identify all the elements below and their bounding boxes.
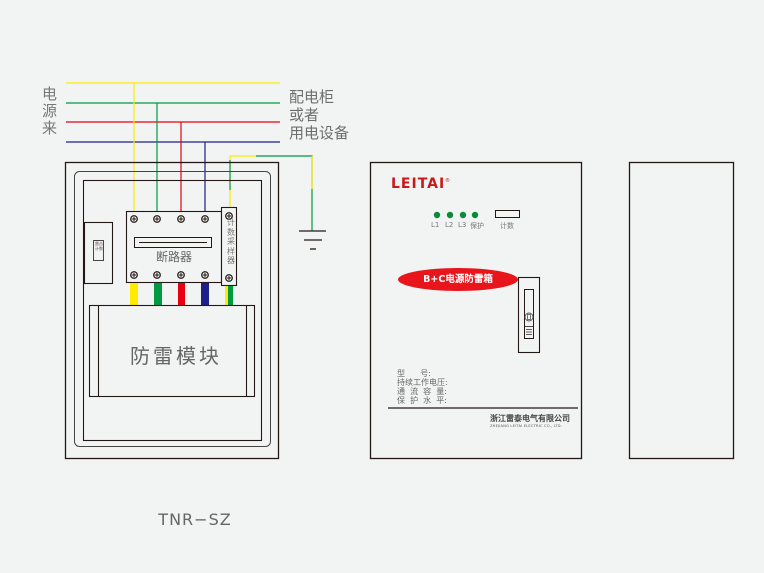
cabinet-door-frame bbox=[74, 171, 271, 447]
indicator-label-protect: 保护 bbox=[470, 222, 484, 230]
counter-display bbox=[495, 210, 520, 218]
spec-model: 型 号: bbox=[397, 369, 431, 378]
brand-logo: LEITAI bbox=[391, 176, 446, 192]
company-name-cn: 浙江雷泰电气有限公司 bbox=[490, 414, 570, 423]
screw-icon bbox=[201, 271, 209, 279]
screw-icon bbox=[225, 274, 233, 282]
indicator-led-3 bbox=[459, 211, 467, 219]
product-badge: B+C电源防雷箱 bbox=[398, 268, 518, 291]
screw-icon bbox=[177, 271, 185, 279]
screw-icon bbox=[130, 271, 138, 279]
wire-pe-lower-green bbox=[228, 286, 233, 305]
module-label: 防雷模块 bbox=[130, 344, 222, 368]
front-panel bbox=[369, 161, 583, 460]
screw-icon bbox=[201, 215, 209, 223]
terminal-screws bbox=[130, 212, 233, 282]
counter-display-label: 计数 bbox=[500, 222, 514, 230]
wire-pe-ground bbox=[256, 155, 313, 189]
ground-icon bbox=[299, 230, 326, 250]
wire-n-lower bbox=[201, 283, 209, 305]
indicator-led-4 bbox=[471, 211, 479, 219]
spec-voltage: 持续工作电压: bbox=[397, 378, 448, 387]
power-source-label: 电源来 bbox=[42, 85, 58, 137]
wire-l3-lower bbox=[178, 283, 185, 305]
spec-discharge-current: 通 流 容 量: bbox=[397, 387, 447, 396]
cabinet-outer bbox=[64, 161, 280, 460]
cabinet-mount-plate bbox=[82, 179, 263, 442]
screw-icon bbox=[153, 271, 161, 279]
indicator-leds bbox=[433, 211, 479, 219]
destination-label-line-3: 用电设备 bbox=[289, 124, 350, 142]
company-name-en: ZHEJIANG LEITAI ELECTRIC CO., LTD. bbox=[490, 424, 563, 428]
screw-icon bbox=[177, 215, 185, 223]
registered-mark: ® bbox=[445, 178, 450, 184]
side-panel bbox=[628, 161, 735, 460]
lightning-counter-display bbox=[93, 240, 104, 261]
screw-icon bbox=[225, 212, 233, 220]
wire-l2-lower bbox=[154, 283, 162, 305]
indicator-led-1 bbox=[433, 211, 441, 219]
surge-protection-module bbox=[88, 304, 256, 398]
screw-icon bbox=[130, 215, 138, 223]
screw-icon bbox=[153, 215, 161, 223]
breaker-handle-slot bbox=[134, 237, 212, 248]
wire-l1-lower bbox=[130, 283, 138, 305]
counter-sampler bbox=[220, 206, 238, 287]
model-code: TNR−SZ bbox=[158, 510, 232, 529]
breaker-label: 断路器 bbox=[155, 250, 192, 264]
wire-pe-top bbox=[229, 155, 256, 207]
counter-sampler-label: 计数采样器 bbox=[227, 218, 235, 265]
spec-protection-level: 保 护 水 平: bbox=[397, 396, 447, 405]
indicator-label-l2: L2 bbox=[445, 221, 454, 229]
indicator-label-l3: L3 bbox=[458, 221, 467, 229]
lightning-counter-label: 雷击计数 bbox=[95, 241, 103, 251]
destination-label-line-1: 配电柜 bbox=[289, 88, 335, 106]
destination-label-line-2: 或者 bbox=[289, 106, 320, 124]
lightning-counter-box bbox=[83, 221, 114, 285]
indicator-led-2 bbox=[446, 211, 454, 219]
door-lock-icon[interactable] bbox=[517, 276, 541, 354]
wire-pe-lower-yellow bbox=[225, 286, 228, 305]
destination-label: 配电柜 或者 用电设备 bbox=[289, 88, 349, 142]
indicator-label-l1: L1 bbox=[431, 221, 440, 229]
